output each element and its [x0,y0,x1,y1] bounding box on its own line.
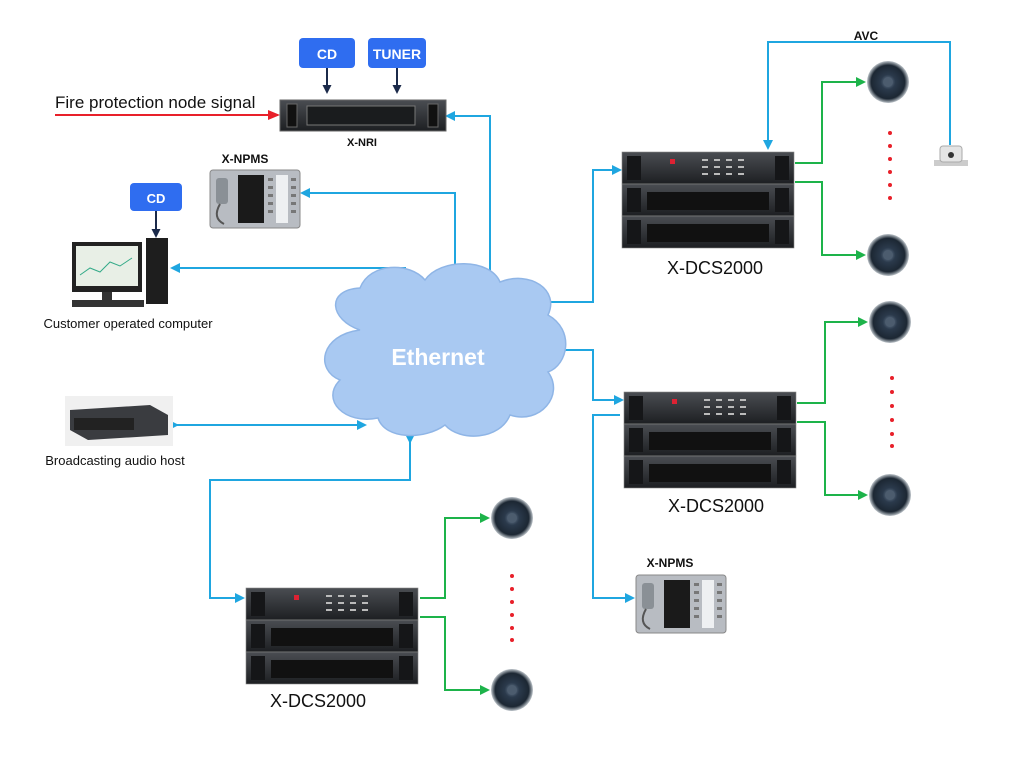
speaker-icon [491,669,533,711]
cd-source-left: CD [130,183,182,238]
speaker-icon [869,301,911,343]
x-dcs2000-bottom [245,587,419,685]
speaker-icon [491,497,533,539]
x-nri-device [279,99,447,132]
x-nri-label: X-NRI [347,137,377,149]
tuner-label: TUNER [373,46,421,62]
speaker-icon [867,61,909,103]
avc-label: AVC [854,29,879,43]
computer-label: Customer operated computer [43,316,213,331]
cd-label: CD [147,191,166,206]
x-npms-device [209,169,301,229]
x-npms-label: X-NPMS [222,152,269,166]
ethernet-label: Ethernet [391,344,485,370]
cd-label: CD [317,46,337,62]
avc-volume-control-icon [934,145,968,166]
x-dcs2000-top-label: X-DCS2000 [667,258,763,278]
ethernet-cloud: Ethernet [324,263,567,437]
speaker-icon [867,234,909,276]
x-dcs2000-top [621,151,795,249]
audio-host-icon [65,396,173,446]
speaker-links [420,77,868,695]
tuner-source: TUNER [368,38,426,94]
x-dcs2000-middle-label: X-DCS2000 [668,496,764,516]
x-dcs2000-middle [623,391,797,489]
x-npms-bottom-device [635,574,727,634]
x-npms-bottom-label: X-NPMS [647,556,694,570]
audio-host-label: Broadcasting audio host [45,453,185,468]
fire-signal-label: Fire protection node signal [55,93,255,112]
computer-icon [72,238,168,307]
cd-source-top: CD [299,38,355,94]
speaker-icon [869,474,911,516]
more-speakers-dots [510,131,894,642]
x-dcs2000-bottom-label: X-DCS2000 [270,691,366,711]
